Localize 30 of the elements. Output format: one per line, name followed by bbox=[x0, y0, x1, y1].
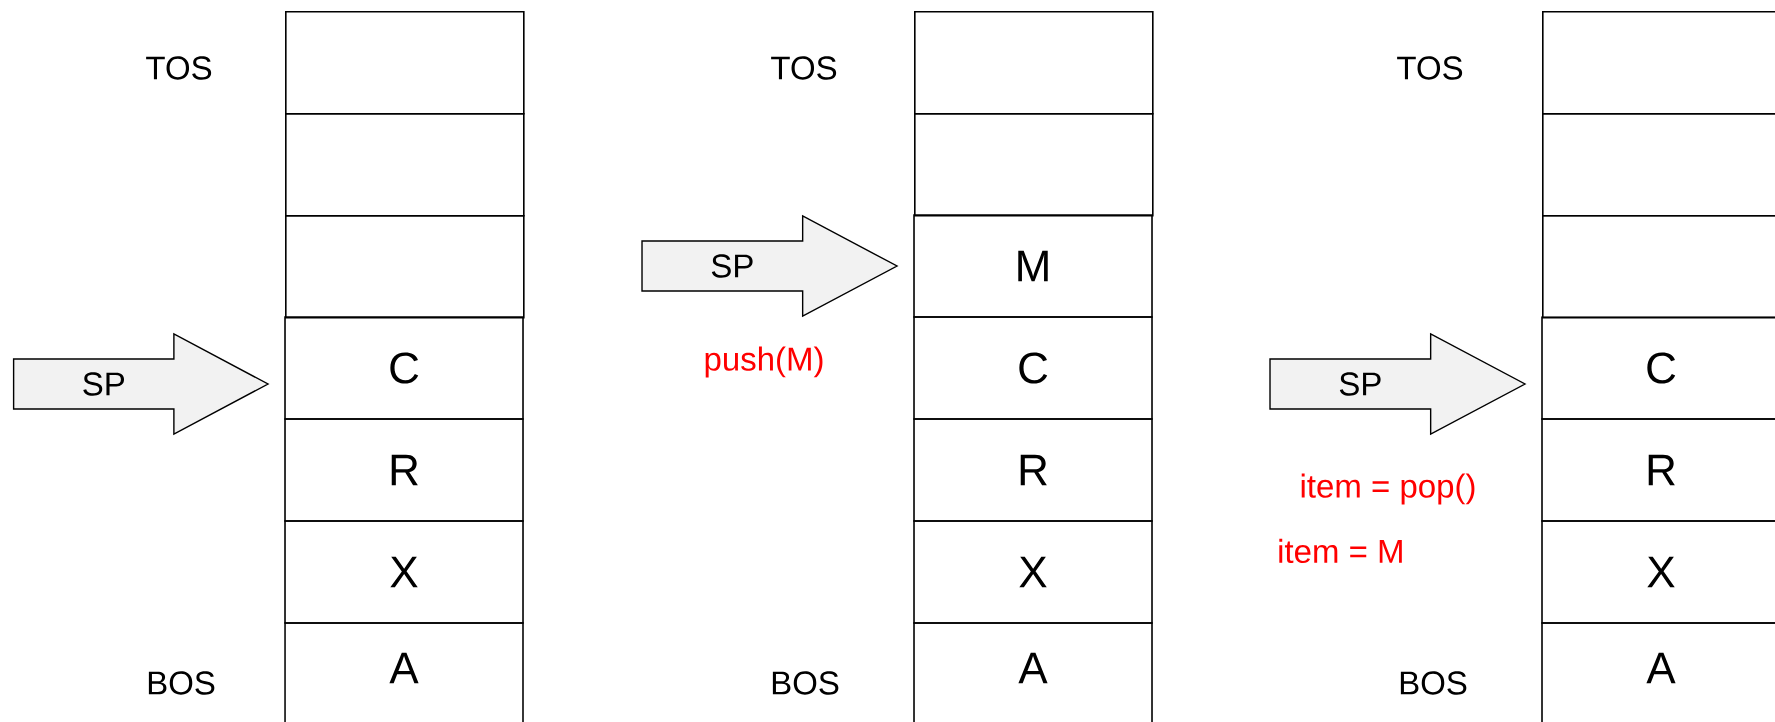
code-label: item = pop() bbox=[1301, 473, 1475, 505]
stack-cell: M bbox=[913, 214, 1153, 318]
stack-cell: X bbox=[913, 520, 1153, 624]
stack-cell bbox=[1542, 215, 1775, 319]
stack-label: BOS bbox=[772, 671, 839, 695]
stack-cell: C bbox=[913, 316, 1153, 420]
stack-cell: C bbox=[284, 316, 524, 420]
stack-cell: R bbox=[1541, 418, 1775, 522]
code-label: push(M) bbox=[705, 346, 823, 378]
stack-label: TOS bbox=[146, 56, 212, 80]
code-label: item = M bbox=[1279, 538, 1402, 564]
stack-cell: X bbox=[284, 520, 524, 624]
stack-cell: R bbox=[284, 418, 524, 522]
stack-cell: A bbox=[913, 622, 1153, 722]
stack-label: BOS bbox=[148, 671, 215, 695]
stack-cell bbox=[1542, 11, 1775, 115]
stack-cell bbox=[914, 11, 1154, 115]
stack-label: TOS bbox=[771, 56, 837, 80]
stack-label: BOS bbox=[1400, 671, 1467, 695]
stack-cell: R bbox=[913, 418, 1153, 522]
stack-label: TOS bbox=[1397, 56, 1463, 80]
stack-cell: A bbox=[1541, 622, 1775, 722]
stack-cell bbox=[285, 11, 525, 115]
stack-cell: X bbox=[1541, 520, 1775, 624]
stack-cell bbox=[914, 113, 1154, 217]
stack-cell bbox=[285, 113, 525, 217]
stack-cell bbox=[1542, 113, 1775, 217]
stack-cell: A bbox=[284, 622, 524, 722]
stack-cell bbox=[285, 215, 525, 319]
stack-cell: C bbox=[1541, 316, 1775, 420]
